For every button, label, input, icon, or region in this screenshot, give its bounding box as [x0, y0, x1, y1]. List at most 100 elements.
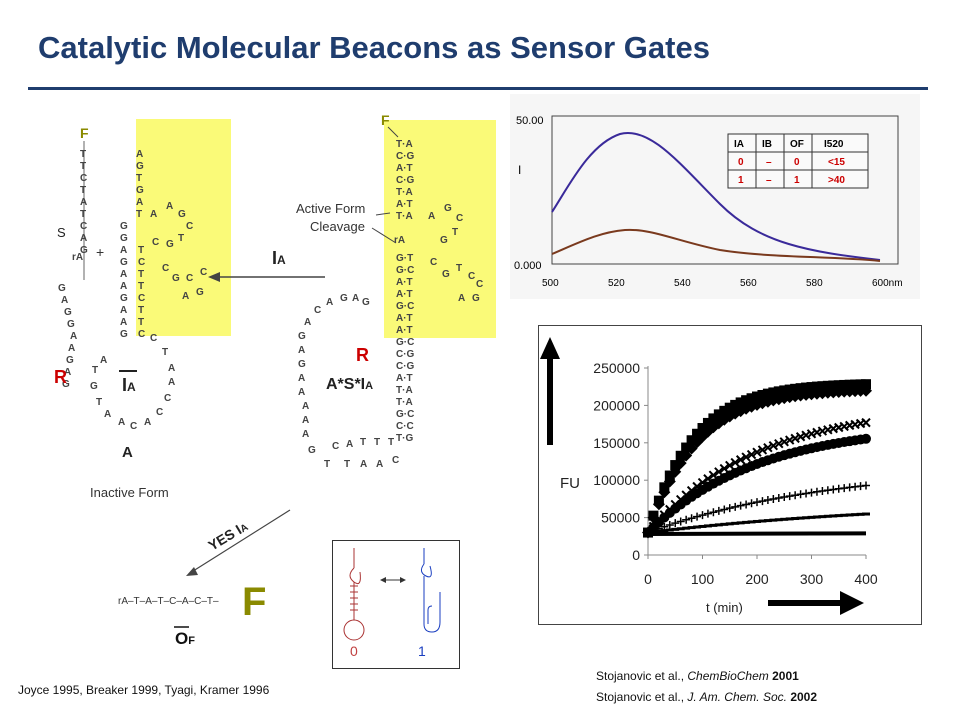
strand-base: T: [80, 185, 86, 196]
svg-text:G·C: G·C: [396, 301, 414, 312]
point-plus: [682, 515, 691, 524]
point-plus: [862, 481, 870, 490]
strand-base: T: [80, 209, 86, 220]
point-plus: [802, 489, 811, 498]
highlight-box-left: [136, 119, 231, 336]
y-tick-label: 50000: [601, 510, 640, 526]
point-square: [762, 388, 773, 399]
citation-right-1: Stojanovic et al., ChemBioChem 2001: [596, 669, 799, 683]
tail-base: G: [62, 379, 70, 390]
fluor-label-left: F: [80, 125, 89, 141]
point-square: [822, 380, 833, 391]
svg-text:T: T: [452, 227, 458, 238]
point-dash: [687, 526, 696, 530]
point-x: [763, 443, 773, 453]
truth-table-cell: 0: [738, 157, 744, 168]
title-underline: [28, 87, 928, 90]
svg-text:T: T: [138, 305, 144, 316]
point-plus: [714, 506, 723, 515]
point-x: [730, 457, 740, 468]
truth-table-header: IA: [734, 139, 744, 150]
spectrum-x-tick: 520: [608, 278, 625, 289]
point-square: [850, 379, 861, 390]
point-dash: [834, 514, 843, 518]
point-dash: [671, 527, 680, 531]
svg-text:C: C: [468, 271, 475, 282]
cleavage-label: Cleavage: [310, 219, 365, 234]
point-diamond: [756, 397, 769, 410]
point-diamond: [761, 395, 774, 408]
point-dash: [747, 520, 756, 524]
strand-base: T: [80, 161, 86, 172]
point-plus: [796, 490, 805, 499]
point-x: [746, 449, 757, 460]
svg-text:A: A: [458, 293, 465, 304]
citation-left: Joyce 1995, Breaker 1999, Tyagi, Kramer …: [18, 683, 270, 697]
point-square: [713, 409, 724, 420]
svg-text:A: A: [100, 355, 107, 366]
svg-text:T·A: T·A: [396, 397, 413, 408]
point-dash: [812, 515, 821, 519]
point-plus: [780, 493, 789, 502]
point-dash: [725, 522, 734, 526]
truth-table-cell: 0: [794, 157, 800, 168]
svg-text:T: T: [92, 365, 98, 376]
svg-text:T·A: T·A: [396, 187, 413, 198]
point-plus: [665, 520, 674, 529]
svg-text:A: A: [118, 417, 125, 428]
point-dash: [829, 514, 838, 518]
y-tick-label: 0: [632, 547, 640, 563]
svg-text:A·T: A·T: [396, 277, 413, 288]
point-plus: [731, 502, 740, 511]
point-plus: [676, 517, 685, 526]
svg-text:A: A: [376, 459, 383, 470]
point-plus: [698, 511, 707, 520]
point-dash: [818, 515, 827, 519]
point-x: [741, 452, 751, 462]
point-circle: [861, 433, 871, 444]
y-tick-label: 100000: [593, 472, 640, 488]
svg-text:rA: rA: [394, 235, 405, 246]
truth-table-cell: –: [766, 175, 772, 186]
point-square: [811, 381, 822, 392]
svg-text:T: T: [456, 263, 462, 274]
point-dash: [714, 523, 723, 527]
point-x: [725, 460, 735, 471]
y-tick-label: 250000: [593, 360, 640, 376]
point-dash: [851, 513, 860, 517]
point-square: [730, 399, 741, 410]
point-plus: [807, 488, 816, 497]
point-diamond: [674, 457, 687, 470]
point-square: [773, 386, 784, 397]
point-x: [861, 417, 871, 428]
spectrum-x-tick: 500: [542, 278, 559, 289]
point-dash: [823, 514, 832, 518]
point-x: [779, 437, 789, 447]
point-dash: [845, 513, 854, 517]
svg-text:A: A: [326, 297, 333, 308]
point-dash: [753, 519, 761, 523]
page-title: Catalytic Molecular Beacons as Sensor Ga…: [38, 30, 710, 65]
svg-text:T: T: [344, 459, 350, 470]
point-square: [752, 391, 762, 402]
point-diamond: [783, 391, 796, 404]
point-dash: [654, 529, 663, 533]
point-dash: [649, 530, 658, 534]
point-square: [855, 379, 866, 390]
plus-sign: +: [96, 244, 104, 260]
svg-text:A: A: [298, 345, 305, 356]
spectrum-y-top: 50.00: [516, 115, 544, 127]
svg-text:G: G: [120, 221, 128, 232]
svg-text:G: G: [444, 203, 452, 214]
point-square: [806, 382, 817, 393]
point-dash: [709, 523, 718, 527]
svg-text:C: C: [476, 279, 483, 290]
point-diamond: [658, 486, 671, 499]
svg-text:A: A: [346, 439, 353, 450]
quencher-label-right: R: [356, 345, 369, 365]
input-ias-label: A*S*IA: [326, 376, 373, 393]
